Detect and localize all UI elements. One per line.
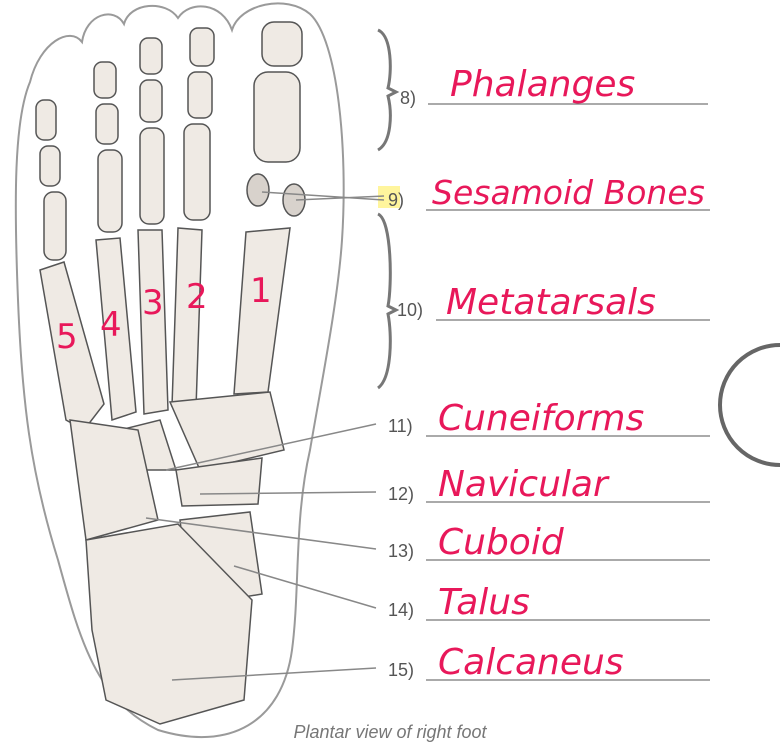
answer-text: Phalanges bbox=[450, 64, 635, 105]
label-number: 15) bbox=[388, 660, 414, 680]
metatarsal-number: 2 bbox=[186, 277, 208, 317]
label-number: 9) bbox=[388, 190, 404, 210]
answer-text: Cuboid bbox=[438, 522, 565, 563]
metatarsal-number: 3 bbox=[142, 283, 164, 323]
figure-caption: Plantar view of right foot bbox=[0, 722, 780, 743]
metatarsal-number: 4 bbox=[100, 305, 122, 345]
label-number: 10) bbox=[397, 300, 423, 320]
metatarsal-number: 5 bbox=[56, 317, 78, 357]
label-number: 14) bbox=[388, 600, 414, 620]
label-number: 12) bbox=[388, 484, 414, 504]
phalanx-bones bbox=[36, 22, 302, 260]
edge-circle bbox=[720, 345, 780, 465]
answer-text: Talus bbox=[438, 582, 530, 623]
handwritten-answers: Phalanges Sesamoid Bones Metatarsals Cun… bbox=[432, 64, 705, 683]
answer-text: Navicular bbox=[438, 464, 610, 505]
answer-text: Cuneiforms bbox=[438, 398, 644, 439]
label-numbers: 8) 9) 10) 11) 12) 13) 14) 15) bbox=[388, 88, 423, 680]
label-number: 13) bbox=[388, 541, 414, 561]
answer-text: Sesamoid Bones bbox=[432, 173, 705, 212]
tarsal-bones bbox=[70, 392, 284, 724]
metatarsal-number: 1 bbox=[250, 271, 272, 311]
label-number: 11) bbox=[388, 416, 413, 436]
answer-text: Calcaneus bbox=[438, 642, 624, 683]
answer-text: Metatarsals bbox=[446, 282, 656, 323]
label-number: 8) bbox=[400, 88, 416, 108]
